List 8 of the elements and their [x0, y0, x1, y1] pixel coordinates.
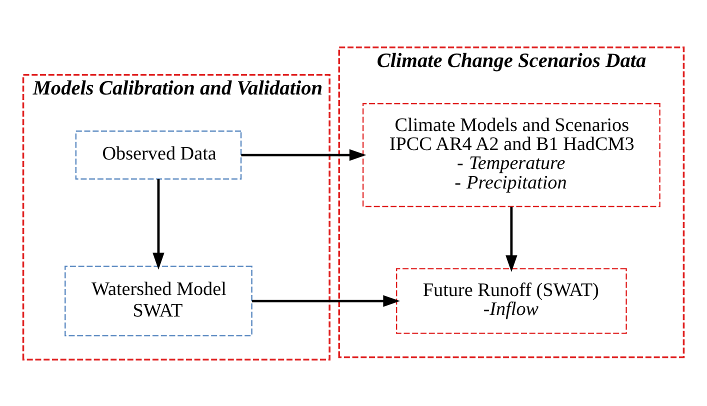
arrow	[506, 206, 518, 272]
arrow	[152, 178, 164, 270]
node-box: Climate Models and Scenarios IPCC AR4 A2 and B1 HadCM3 - Temperature - Precipitation	[362, 102, 660, 207]
node-box: Watershed Model SWAT	[64, 265, 252, 336]
node-box: Observed Data	[75, 130, 242, 180]
arrow	[241, 148, 366, 160]
arrow	[252, 294, 400, 306]
node-box: Future Runoff (SWAT) -Inflow	[396, 268, 627, 334]
